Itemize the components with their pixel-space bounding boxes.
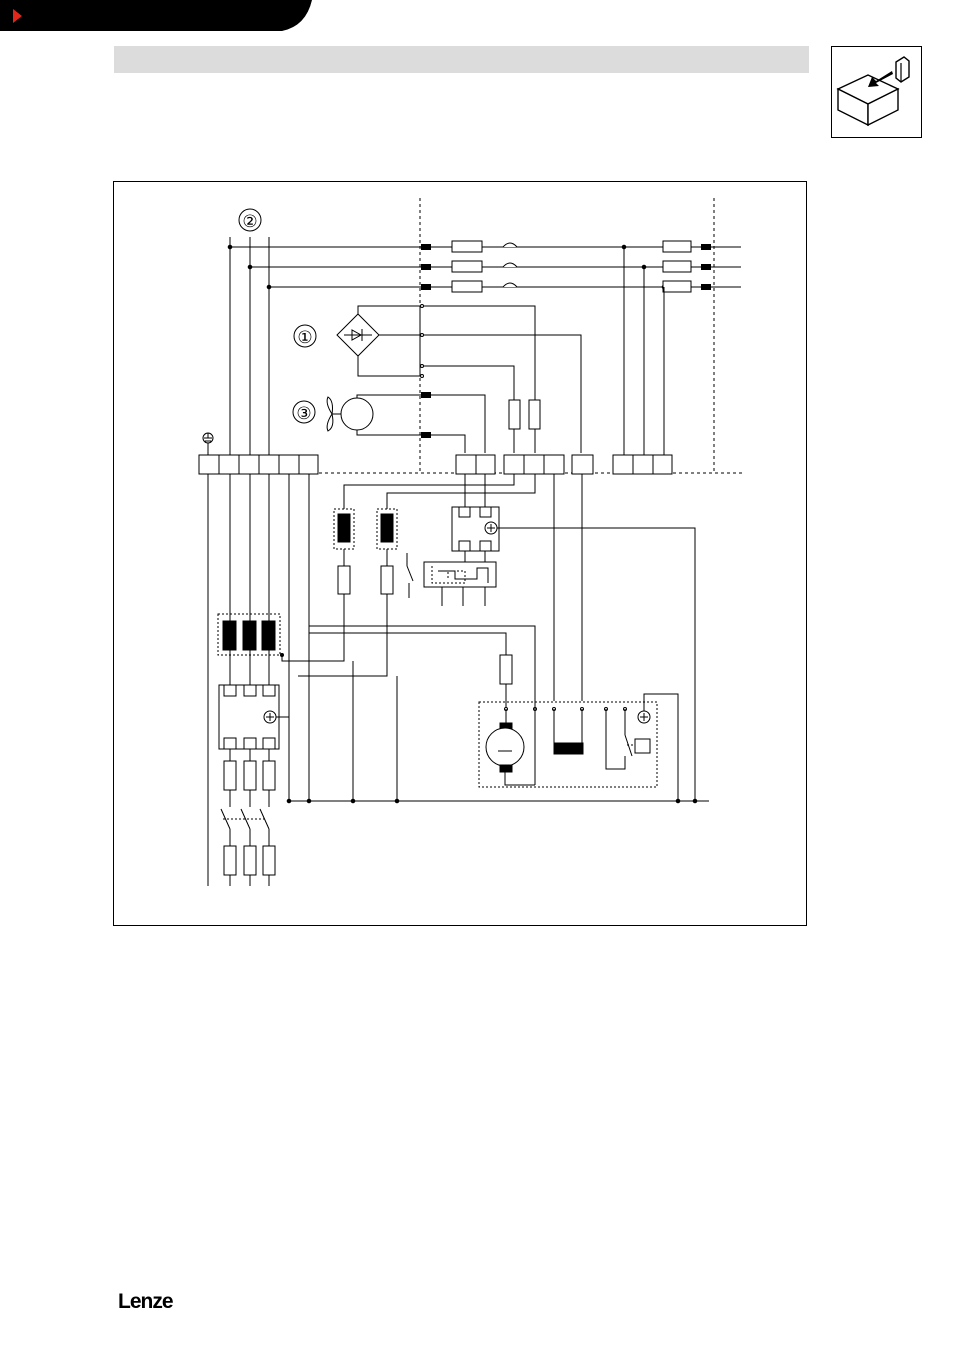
mains-choke	[218, 614, 344, 685]
dc-chokes	[298, 509, 397, 801]
callout-2: ②	[239, 209, 261, 232]
section-header-bar	[114, 46, 809, 73]
svg-text:②: ②	[242, 212, 257, 232]
svg-text:①: ①	[297, 328, 312, 348]
callout-1: ①	[294, 325, 316, 348]
contactor-fuses	[224, 761, 275, 790]
mains-feed	[230, 237, 664, 455]
earth-icon-terminal	[203, 433, 213, 455]
bridge-fuses	[509, 400, 540, 453]
thermal-contact	[424, 562, 496, 606]
fan-motor-icon	[327, 395, 485, 453]
mains-disconnect	[221, 790, 275, 886]
lenze-logo: Lenze	[118, 1290, 173, 1314]
mains-switch-bumps	[503, 243, 517, 287]
wiring-diagram: ②	[113, 181, 807, 926]
install-icon	[831, 46, 922, 138]
mains-contactor	[219, 685, 289, 761]
field-wiring	[208, 474, 582, 886]
svg-text:③: ③	[296, 404, 311, 424]
plug-connectors	[421, 244, 711, 438]
dc-motor-assembly	[479, 694, 678, 801]
header-tab	[0, 0, 312, 32]
relay-contact-icon	[407, 553, 413, 598]
diode-bridge-icon	[337, 305, 581, 454]
callout-3: ③	[293, 401, 315, 424]
armature-fuse	[309, 633, 512, 709]
terminal-strip	[199, 455, 672, 474]
